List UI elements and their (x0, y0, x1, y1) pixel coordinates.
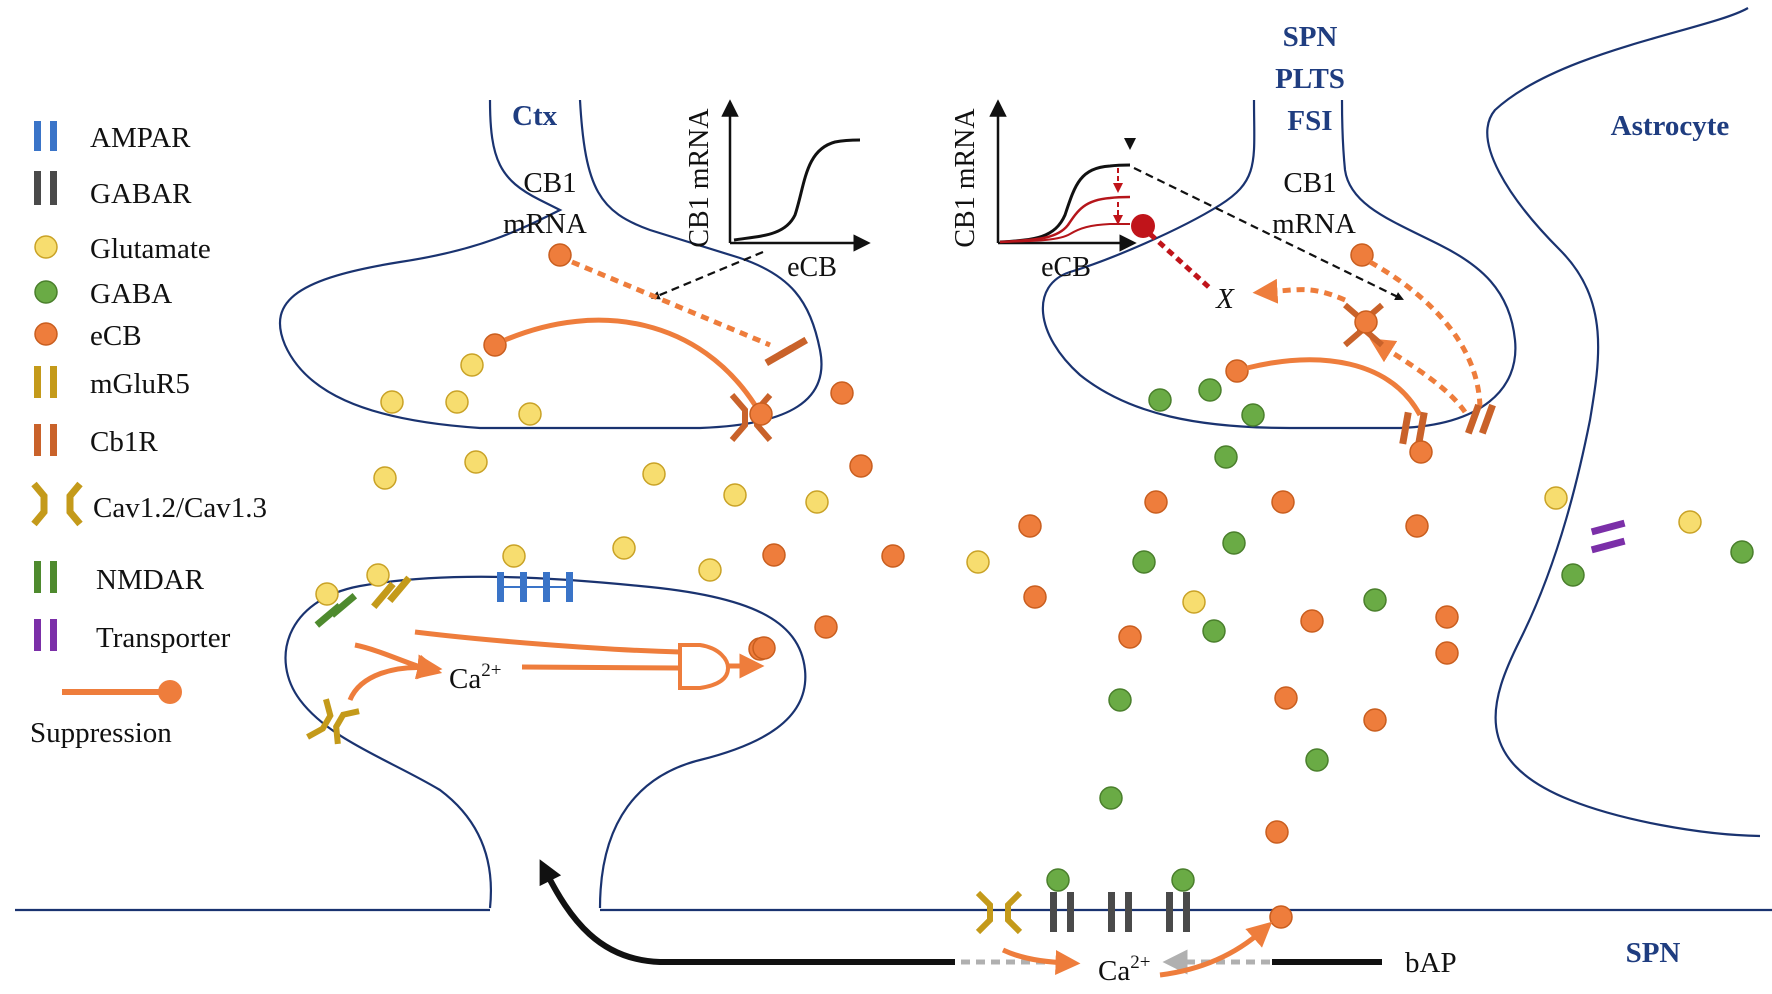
inset-left-pointer (650, 250, 764, 300)
legend-transporter-label: Transporter (96, 622, 231, 654)
legend-gaba: GABA (34, 278, 172, 310)
legend-gabar-label: GABAR (90, 178, 192, 210)
inset-right-pointer (1133, 167, 1404, 301)
legend-cav: Cav1.2/Cav1.3 (31, 481, 267, 527)
legend-glutamate-label: Glutamate (90, 233, 211, 265)
ctx-terminal-contents (380, 243, 808, 442)
inset-right-plot: CB1 mRNA eCB (950, 99, 1137, 283)
legend-suppression-label: Suppression (30, 717, 172, 749)
ca-dendrite-label: Ca2+ (1098, 952, 1150, 987)
legend-glutamate: Glutamate (34, 233, 211, 265)
cleft-particles (315, 381, 1754, 844)
spn-terminal-contents: X (1131, 214, 1496, 464)
fsi-label: FSI (1287, 105, 1332, 137)
legend: AMPAR GABAR Glutamate GABA eCB mGluR5 Cb… (30, 121, 267, 749)
x-mark: X (1215, 283, 1235, 315)
membranes (15, 7, 1772, 912)
spn-bottom-label: SPN (1626, 937, 1681, 969)
legend-mglur5-label: mGluR5 (90, 368, 190, 400)
legend-nmdar: NMDAR (34, 561, 205, 596)
spn-terminal-membrane (1041, 99, 1517, 430)
inset-right-xlabel: eCB (1041, 252, 1091, 283)
ctx-terminal-membrane (279, 99, 823, 430)
spine-head-membrane (284, 575, 807, 909)
inset-left-ylabel: CB1 mRNA (684, 108, 715, 248)
legend-ecb-label: eCB (90, 320, 142, 352)
astrocyte-transporter (1590, 519, 1626, 554)
spn-top-label: SPN (1283, 21, 1338, 53)
legend-ecb: eCB (34, 320, 142, 352)
cb1-mrna-right-line2: mRNA (1272, 208, 1356, 240)
legend-mglur5: mGluR5 (34, 366, 190, 400)
inset-left-plot: CB1 mRNA eCB (684, 99, 871, 283)
ctx-label: Ctx (512, 100, 558, 132)
legend-cb1r-label: Cb1R (90, 426, 158, 458)
legend-gabar: GABAR (34, 171, 192, 210)
cb1-mrna-right-line1: CB1 (1283, 167, 1336, 199)
astrocyte-label: Astrocyte (1611, 110, 1730, 142)
astrocyte-membrane (1486, 7, 1761, 838)
spine-head-contents: Ca2+ (306, 572, 776, 745)
legend-cav-label: Cav1.2/Cav1.3 (93, 492, 267, 524)
legend-ampar-label: AMPAR (90, 122, 191, 154)
bap-label: bAP (1405, 947, 1457, 979)
inset-left-xlabel: eCB (787, 252, 837, 283)
legend-gaba-label: GABA (90, 278, 172, 310)
plts-label: PLTS (1275, 63, 1345, 95)
cb1-mrna-left-line2: mRNA (503, 208, 587, 240)
inset-right-ylabel: CB1 mRNA (950, 108, 981, 248)
legend-nmdar-label: NMDAR (96, 564, 205, 596)
legend-transporter: Transporter (34, 619, 231, 654)
legend-suppression: Suppression (30, 680, 182, 749)
legend-ampar: AMPAR (34, 121, 191, 154)
dendrite-contents: bAP Ca2+ (539, 859, 1457, 987)
cb1-mrna-left-line1: CB1 (523, 167, 576, 199)
ca-spine-label: Ca2+ (449, 660, 501, 695)
legend-cb1r: Cb1R (34, 424, 158, 458)
